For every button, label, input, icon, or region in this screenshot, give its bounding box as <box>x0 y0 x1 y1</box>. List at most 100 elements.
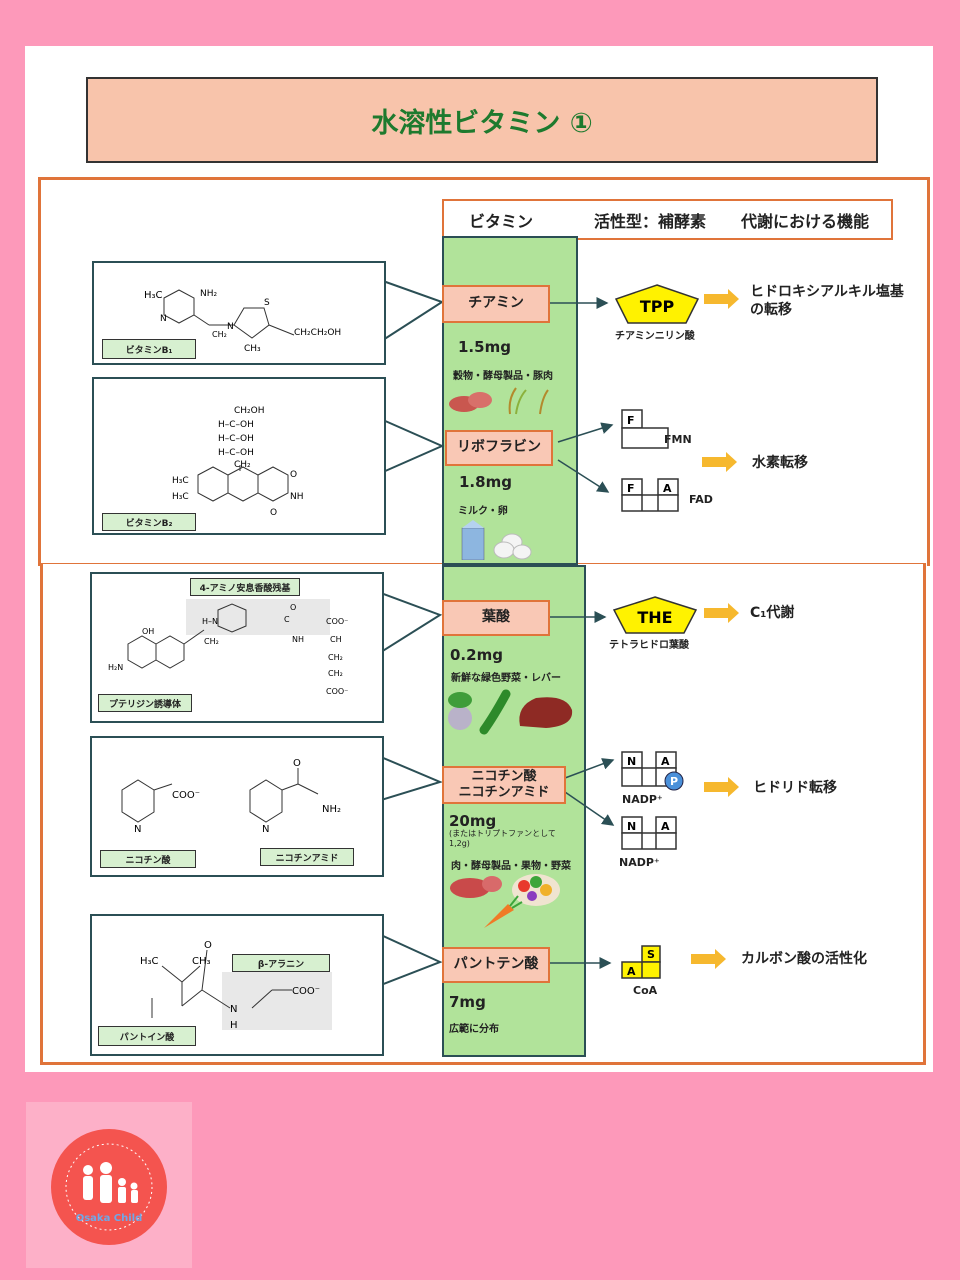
tag-vitamin-b1: ビタミンB₁ <box>102 339 196 359</box>
svg-text:H₂N: H₂N <box>108 663 123 672</box>
svg-text:O: O <box>293 758 301 769</box>
svg-text:CH₂OH: CH₂OH <box>234 406 265 416</box>
arrow-icon <box>704 289 739 309</box>
svg-text:CH₃: CH₃ <box>244 344 261 354</box>
grain-icon <box>508 387 549 415</box>
arrow-icon <box>704 777 739 797</box>
svg-text:NH₂: NH₂ <box>322 804 341 815</box>
coenzyme-coa-label: CoA <box>633 984 658 997</box>
svg-text:COO⁻: COO⁻ <box>172 790 200 801</box>
svg-text:H₃C: H₃C <box>140 956 159 967</box>
svg-text:F: F <box>627 482 635 495</box>
function-folic-acid: C₁代謝 <box>750 605 795 621</box>
svg-text:H: H <box>230 1020 238 1031</box>
vegetable-icon <box>448 689 511 735</box>
food-icons-folic-acid <box>448 689 573 735</box>
svg-text:H–N: H–N <box>202 617 218 626</box>
svg-text:H–C–OH: H–C–OH <box>218 448 254 458</box>
coenzyme-nadp-label-2: NADP⁺ <box>619 856 660 869</box>
svg-text:CH₂: CH₂ <box>212 330 227 339</box>
svg-text:CH₃: CH₃ <box>192 956 211 967</box>
fruit-icon <box>512 874 560 906</box>
coenzyme-nadp-label-1: NADP⁺ <box>622 793 663 806</box>
svg-text:H₃C: H₃C <box>172 492 189 502</box>
egg-icon <box>493 533 532 560</box>
meat-icon <box>449 392 492 412</box>
function-riboflavin: 水素転移 <box>752 455 808 471</box>
svg-text:CH₂CH₂OH: CH₂CH₂OH <box>294 328 341 338</box>
svg-text:CH₂: CH₂ <box>328 653 343 662</box>
amount-note-niacin: (またはトリプトファンとして1,2g) <box>449 829 556 848</box>
svg-text:A: A <box>661 755 670 768</box>
svg-text:A: A <box>661 820 670 833</box>
vitamin-label-pantothenic-acid: パントテン酸 <box>442 947 550 983</box>
coenzyme-tpp: TPP <box>614 284 700 324</box>
food-icons-thiamine <box>449 387 549 415</box>
source-folic-acid: 新鮮な緑色野菜・レバー <box>451 673 561 684</box>
svg-text:COO⁻: COO⁻ <box>326 617 348 626</box>
liver-icon <box>519 697 573 728</box>
section-frame-top <box>38 177 930 566</box>
svg-text:TPP: TPP <box>640 297 675 316</box>
header-vitamin: ビタミン <box>469 211 534 231</box>
tag-beta-alanine: β-アラニン <box>232 954 330 972</box>
vitamin-label-niacin: ニコチン酸 ニコチンアミド <box>442 766 566 804</box>
svg-text:CH: CH <box>330 635 342 644</box>
svg-text:N: N <box>627 755 636 768</box>
svg-text:C: C <box>284 615 290 624</box>
svg-text:CH₂: CH₂ <box>234 460 251 470</box>
svg-text:OH: OH <box>142 627 154 636</box>
coenzyme-coa-box: A S <box>621 945 661 979</box>
function-thiamine: ヒドロキシアルキル塩基の転移 <box>750 284 904 319</box>
svg-text:N: N <box>627 820 636 833</box>
page-title-text: 水溶性ビタミン ① <box>371 107 593 139</box>
niacin-structure: COO⁻ N N O NH₂ <box>121 758 341 835</box>
coenzyme-nadp-box-2: N A <box>621 816 677 850</box>
structure-box-thiamine: H₃C NH₂ N S N CH₂ CH₃ CH₂CH₂OH ビタミンB₁ <box>92 261 386 365</box>
coenzyme-sub-the: テトラヒドロ葉酸 <box>609 640 689 651</box>
svg-text:O: O <box>290 603 296 612</box>
coenzyme-fmn-box: F <box>621 409 669 449</box>
vitamin-label-thiamine: チアミン <box>442 285 550 323</box>
svg-text:A: A <box>627 965 636 978</box>
amount-thiamine: 1.5mg <box>458 338 511 356</box>
coenzyme-nadp-box-1: N A P <box>621 751 684 791</box>
function-pantothenic-acid: カルボン酸の活性化 <box>741 951 867 967</box>
tag-pantoic-acid: パントイン酸 <box>98 1026 196 1046</box>
thiamine-structure: H₃C NH₂ N S N CH₂ CH₃ CH₂CH₂OH <box>144 289 341 354</box>
svg-text:H₃C: H₃C <box>144 290 163 301</box>
svg-text:H–C–OH: H–C–OH <box>218 434 254 444</box>
food-icons-riboflavin <box>461 520 532 560</box>
carrot-icon <box>484 895 523 928</box>
svg-text:H–C–OH: H–C–OH <box>218 420 254 430</box>
svg-text:O: O <box>270 508 277 518</box>
svg-text:COO⁻: COO⁻ <box>292 986 320 997</box>
amount-riboflavin: 1.8mg <box>459 473 512 491</box>
structure-box-pantothenic-acid: H₃C CH₃ O N H COO⁻ β-アラニン パントイン酸 <box>90 914 384 1056</box>
svg-text:O: O <box>290 470 297 480</box>
svg-text:H₃C: H₃C <box>172 476 189 486</box>
svg-text:CH₂: CH₂ <box>204 637 219 646</box>
svg-text:A: A <box>663 482 672 495</box>
svg-text:Osaka Child: Osaka Child <box>76 1213 143 1224</box>
tag-aminobenzoic-residue: 4-アミノ安息香酸残基 <box>190 578 300 596</box>
page-title: 水溶性ビタミン ① <box>86 77 878 163</box>
svg-text:O: O <box>204 940 212 951</box>
amount-folic-acid: 0.2mg <box>450 646 503 664</box>
svg-text:COO⁻: COO⁻ <box>326 687 348 696</box>
header-active-form: 活性型：補酵素 <box>594 211 707 231</box>
function-niacin: ヒドリド転移 <box>753 780 837 796</box>
coenzyme-the: THE <box>612 596 698 634</box>
osaka-child-logo: Osaka Child <box>51 1129 167 1245</box>
tag-nicotinamide: ニコチンアミド <box>260 848 354 866</box>
svg-text:N: N <box>227 322 234 332</box>
svg-text:S: S <box>647 948 655 961</box>
amount-niacin: 20mg <box>449 812 497 830</box>
arrow-icon <box>704 603 739 623</box>
source-riboflavin: ミルク・卵 <box>458 506 508 517</box>
svg-text:NH: NH <box>290 492 304 502</box>
svg-text:N: N <box>160 314 167 324</box>
source-pantothenic-acid: 広範に分布 <box>449 1024 499 1035</box>
svg-text:F: F <box>627 414 635 427</box>
